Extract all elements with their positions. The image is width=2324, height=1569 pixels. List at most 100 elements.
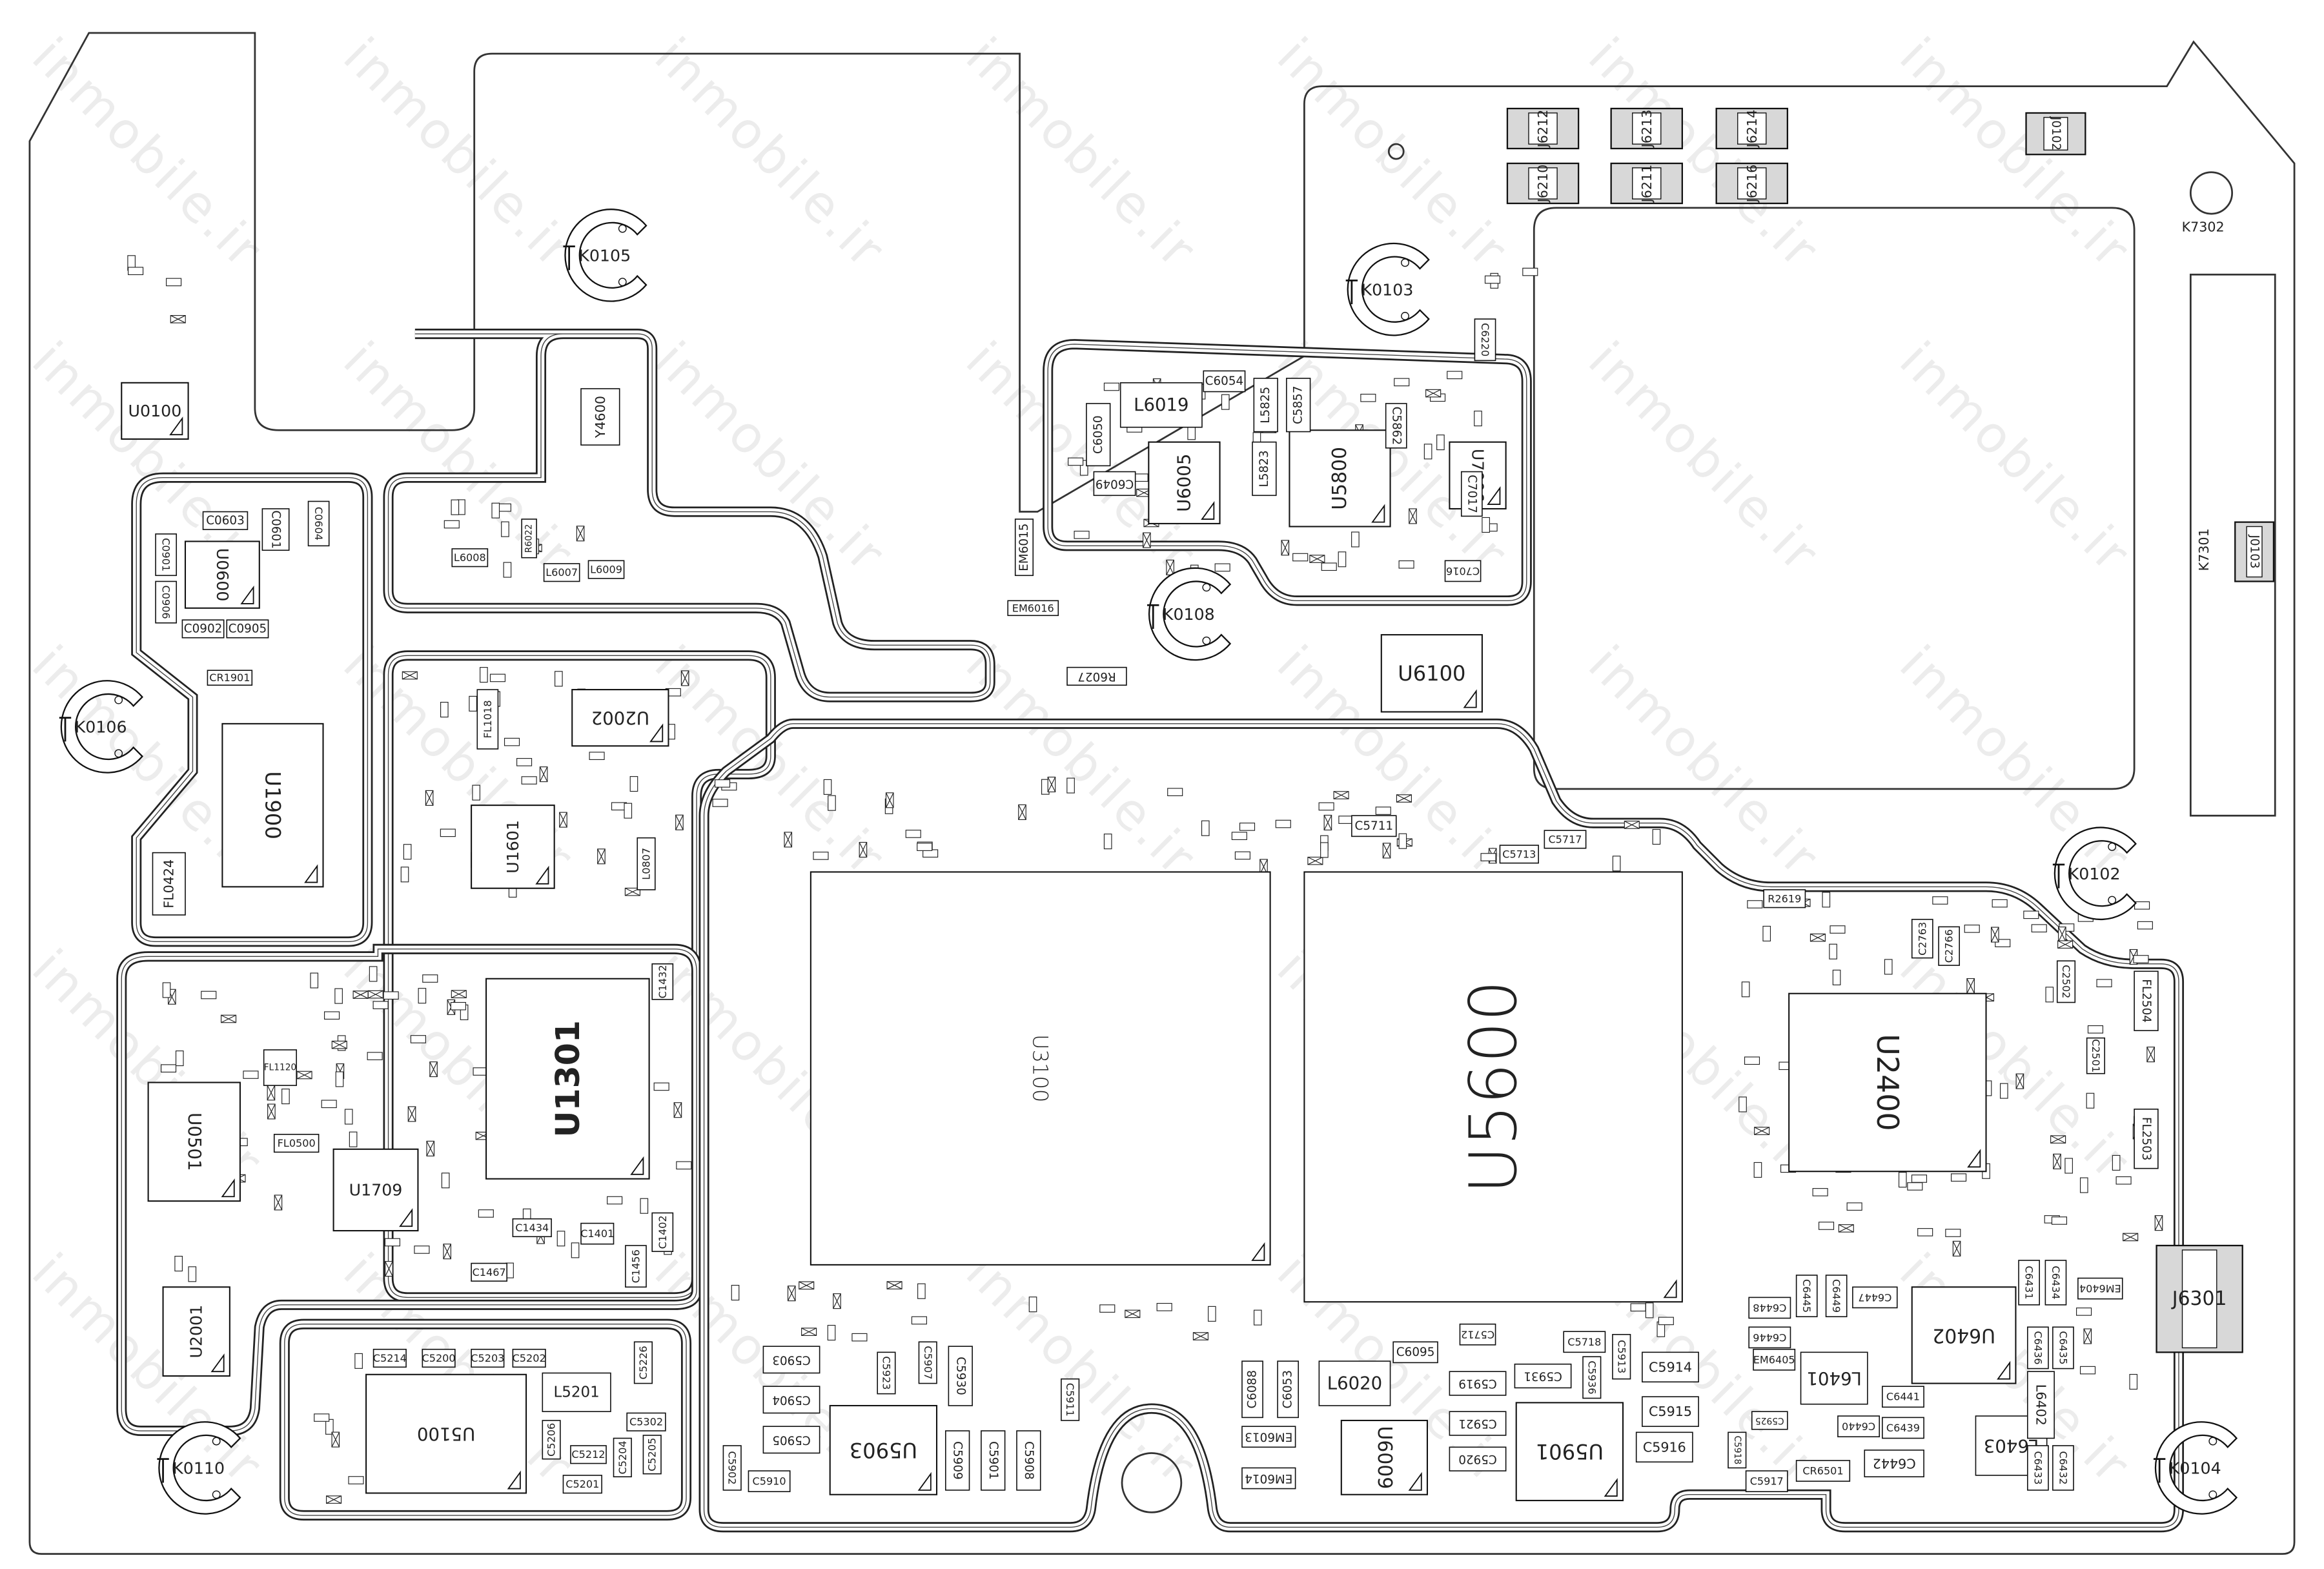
component-ref-label: C5711 bbox=[1355, 819, 1394, 833]
passive-c5302: C5302 bbox=[626, 1412, 666, 1431]
component-ref-label: C5931 bbox=[1524, 1369, 1562, 1383]
component-ref-label: U2002 bbox=[591, 708, 649, 728]
passive-c0902: C0902 bbox=[181, 619, 225, 639]
component-ref-label: C1434 bbox=[515, 1222, 549, 1234]
smd-pad bbox=[589, 752, 605, 761]
smd-pad bbox=[1522, 267, 1538, 276]
smd-pad bbox=[813, 852, 829, 860]
pin1-marker-icon bbox=[1997, 1360, 2011, 1380]
component-ref-label: C2766 bbox=[1943, 929, 1955, 963]
watermark-text: inmobile.ir bbox=[1577, 27, 1830, 280]
smd-pad bbox=[2079, 1177, 2088, 1193]
mount-hole-label: K0104 bbox=[2169, 1459, 2221, 1478]
passive-c1432: C1432 bbox=[651, 963, 674, 1000]
component-ref-label: U2400 bbox=[1870, 1034, 1905, 1131]
passive-em6404: EM6404 bbox=[2077, 1277, 2123, 1300]
smd-pad bbox=[1747, 900, 1763, 908]
component-ref-label: C6447 bbox=[1858, 1291, 1891, 1304]
component-ref-label: C5903 bbox=[772, 1353, 811, 1366]
smd-pad bbox=[624, 803, 633, 819]
passive-c5911: C5911 bbox=[1061, 1378, 1080, 1421]
component-ref-label: J6211 bbox=[1639, 165, 1655, 204]
smd-pad bbox=[1945, 1229, 1961, 1237]
mount-hole-k0105: K0105 bbox=[563, 209, 647, 302]
component-ref-label: U5600 bbox=[1455, 980, 1531, 1194]
inductor-y4600: Y4600 bbox=[580, 388, 620, 446]
passive-fl1018: FL1018 bbox=[476, 689, 499, 750]
component-ref-label: C5212 bbox=[571, 1448, 605, 1461]
passive-c1434: C1434 bbox=[512, 1218, 552, 1238]
passive-c6448: C6448 bbox=[1748, 1297, 1791, 1319]
connector-j0103: J0103 bbox=[2234, 521, 2275, 582]
smd-pad bbox=[1762, 925, 1771, 942]
passive-c5919: C5919 bbox=[1449, 1371, 1507, 1396]
passive-r6027: R6027 bbox=[1066, 666, 1127, 686]
smd-pad bbox=[1254, 1309, 1262, 1326]
component-ref-label: C0902 bbox=[184, 622, 223, 635]
component-ref-label: C5717 bbox=[1548, 833, 1582, 845]
component-ref-label: C5907 bbox=[922, 1346, 934, 1379]
watermark-text: inmobile.ir bbox=[21, 27, 274, 280]
passive-c5201: C5201 bbox=[562, 1475, 602, 1494]
ic-u1301: U1301 bbox=[485, 978, 650, 1180]
component-ref-label: C0906 bbox=[160, 586, 172, 619]
passive-c5204: C5204 bbox=[613, 1437, 632, 1477]
connector-j0102: J0102 bbox=[2025, 112, 2086, 156]
passive-c6434: C6434 bbox=[2044, 1260, 2067, 1306]
pin1-marker-icon bbox=[399, 1208, 413, 1227]
component-ref-label: C7016 bbox=[1446, 565, 1480, 577]
component-ref-label: U0100 bbox=[128, 402, 182, 420]
connector-j6211: J6211 bbox=[1610, 162, 1684, 205]
passive-c0603: C0603 bbox=[202, 511, 249, 530]
component-ref-label: C6054 bbox=[1205, 374, 1244, 388]
passive-c5206: C5206 bbox=[542, 1420, 561, 1460]
pin1-marker-icon bbox=[535, 865, 549, 885]
shield-can-outline bbox=[131, 472, 373, 947]
component-ref-label: C6440 bbox=[1842, 1420, 1875, 1433]
passive-c6449: C6449 bbox=[1825, 1275, 1848, 1318]
component-ref-label: C5200 bbox=[422, 1352, 456, 1364]
mount-hole-label: K0108 bbox=[1163, 605, 1215, 624]
smd-pad bbox=[1744, 1056, 1760, 1065]
smd-pad bbox=[1156, 1302, 1172, 1311]
passive-c6441: C6441 bbox=[1882, 1386, 1924, 1408]
smd-pad bbox=[354, 1353, 363, 1369]
smd-pad bbox=[1068, 457, 1084, 466]
smd-pad bbox=[1999, 1083, 2008, 1099]
pin1-marker-icon bbox=[1408, 1472, 1422, 1491]
component-ref-label: U5100 bbox=[417, 1424, 475, 1444]
component-ref-label: C6435 bbox=[2057, 1331, 2069, 1364]
component-ref-label: C0901 bbox=[160, 538, 172, 571]
component-ref-label: U6009 bbox=[1373, 1426, 1396, 1489]
smd-pad bbox=[372, 1001, 389, 1009]
smd-pad bbox=[1103, 834, 1112, 850]
smd-pad bbox=[418, 988, 427, 1004]
component-ref-label: R2619 bbox=[1768, 892, 1801, 905]
mount-hole-label: K0110 bbox=[172, 1459, 225, 1478]
smd-pad bbox=[1423, 444, 1432, 460]
ic-u0501: U0501 bbox=[147, 1082, 241, 1202]
passive-c6446: C6446 bbox=[1748, 1326, 1791, 1349]
mount-hole-k0108: K0108 bbox=[1147, 567, 1232, 661]
smd-pad bbox=[162, 982, 171, 998]
pin1-marker-icon bbox=[917, 1472, 932, 1491]
component-ref-label: J0102 bbox=[2049, 116, 2063, 150]
smd-pad bbox=[1829, 943, 1837, 959]
passive-c5916: C5916 bbox=[1635, 1431, 1693, 1463]
smd-pad bbox=[2133, 955, 2149, 963]
smd-pad bbox=[403, 844, 412, 860]
component-ref-label: C5718 bbox=[1567, 1336, 1601, 1348]
smd-pad bbox=[166, 278, 182, 287]
component-ref-label: J0103 bbox=[2248, 534, 2261, 568]
smd-pad bbox=[1738, 1096, 1747, 1113]
passive-c5908: C5908 bbox=[1016, 1430, 1041, 1491]
passive-c5212: C5212 bbox=[570, 1445, 607, 1464]
smd-pad bbox=[400, 867, 409, 883]
mount-hole-k0106: K0106 bbox=[59, 680, 143, 774]
passive-l6009: L6009 bbox=[587, 560, 625, 579]
smd-pad bbox=[2087, 1025, 2104, 1034]
component-ref-label: FL2503 bbox=[2139, 1117, 2153, 1161]
passive-l0807: L0807 bbox=[637, 837, 656, 890]
component-ref-label: C2501 bbox=[2090, 1039, 2102, 1072]
smd-pad bbox=[1898, 1172, 1907, 1188]
